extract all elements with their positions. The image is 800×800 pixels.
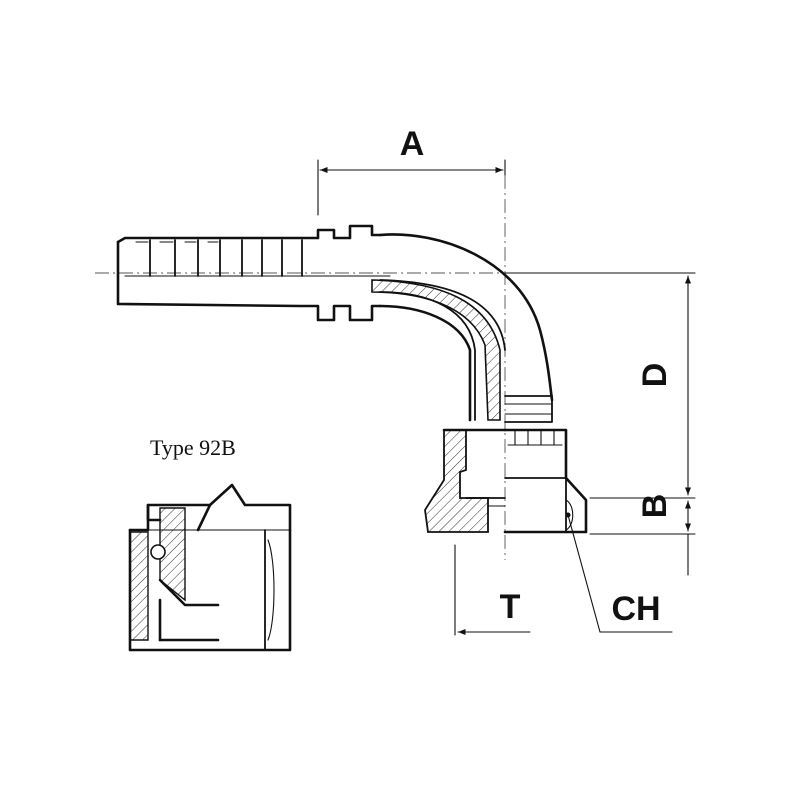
dimension-a: A [317,125,506,216]
detail-view: Type 92B [128,435,292,652]
dimension-ch: CH [565,512,673,633]
label-a: A [400,125,425,163]
hose-barb [116,224,391,322]
label-b: B [636,494,674,519]
dimension-b: B [589,494,696,576]
label-d: D [636,363,674,388]
dimension-t: T [454,544,531,636]
label-ch: CH [611,590,660,628]
dimension-d: D [504,272,696,499]
elbow-body [371,233,554,423]
swivel-nut [424,428,588,534]
detail-title: Type 92B [150,435,236,460]
label-t: T [500,588,521,626]
center-lines [95,175,695,560]
